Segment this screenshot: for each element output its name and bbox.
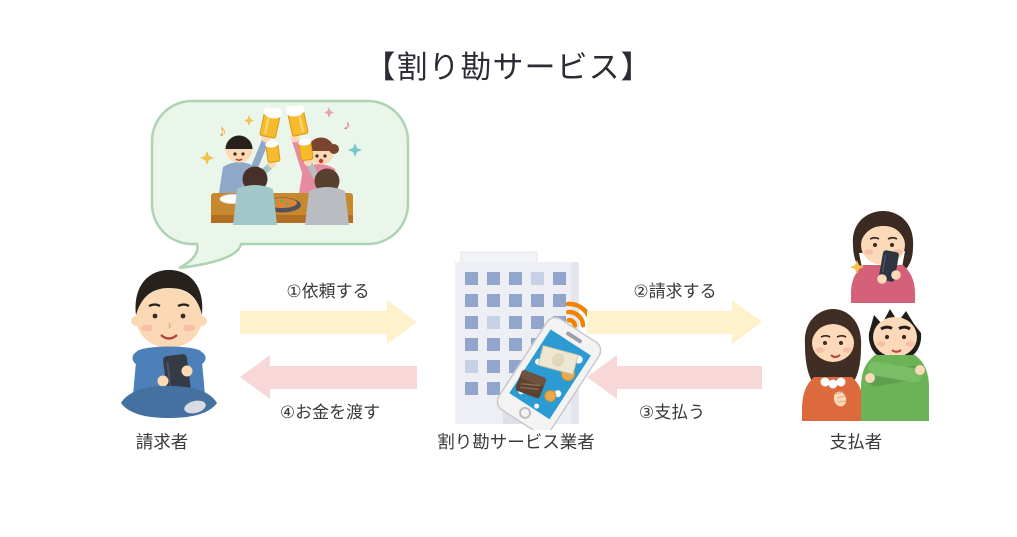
service-label: 割り勘サービス業者 bbox=[437, 432, 595, 452]
sitting-man bbox=[121, 270, 217, 418]
flow-label-request: ①依頼する bbox=[286, 282, 370, 301]
payers-illustration bbox=[802, 211, 929, 421]
arrow-head-right-icon bbox=[387, 300, 417, 344]
beer-mug-icon bbox=[286, 105, 309, 137]
wallet-icon bbox=[515, 370, 546, 399]
banknote-icon bbox=[537, 345, 579, 376]
arrow-shaft bbox=[587, 310, 732, 334]
music-note-icon: ♪ bbox=[342, 116, 352, 133]
star-icon bbox=[348, 143, 362, 157]
arrow-shaft bbox=[240, 310, 387, 334]
smartphone-icon bbox=[163, 354, 191, 396]
payer-man bbox=[861, 309, 929, 421]
payment-smartphone-icon bbox=[496, 316, 602, 430]
sparkle-icon bbox=[850, 260, 864, 274]
party-guest-back bbox=[233, 140, 281, 225]
payer-woman bbox=[802, 309, 864, 421]
payer-woman-with-phone bbox=[850, 211, 915, 303]
page-title: 【割り勘サービス】 bbox=[364, 50, 653, 85]
arrow-shaft bbox=[617, 365, 762, 389]
flow-label-bill: ②請求する bbox=[633, 282, 717, 301]
arrow-head-left-icon bbox=[587, 355, 617, 399]
star-icon bbox=[244, 115, 254, 126]
arrow-head-left-icon bbox=[240, 355, 270, 399]
arrow-request bbox=[240, 300, 417, 344]
star-icon bbox=[200, 151, 214, 165]
payers-label: 支払者 bbox=[829, 432, 883, 452]
speech-bubble bbox=[150, 99, 410, 270]
arrow-hand-money bbox=[240, 355, 417, 399]
arrow-shaft bbox=[270, 365, 417, 389]
arrow-bill bbox=[587, 300, 762, 344]
party-speech-bubble-illustration: ♪ ♪ bbox=[150, 99, 410, 270]
arrow-pay bbox=[587, 355, 762, 399]
requester-illustration bbox=[121, 270, 217, 418]
star-icon bbox=[324, 107, 334, 118]
service-illustration bbox=[455, 251, 602, 430]
flow-label-hand-money: ④お金を渡す bbox=[279, 403, 381, 422]
requester-label: 請求者 bbox=[135, 432, 189, 452]
arrow-head-right-icon bbox=[732, 300, 762, 344]
beer-mug-icon bbox=[259, 107, 282, 139]
music-note-icon: ♪ bbox=[216, 121, 228, 141]
drinking-party-scene: ♪ ♪ bbox=[200, 105, 362, 225]
flow-label-pay: ③支払う bbox=[638, 403, 706, 422]
party-guest-back bbox=[298, 138, 349, 225]
